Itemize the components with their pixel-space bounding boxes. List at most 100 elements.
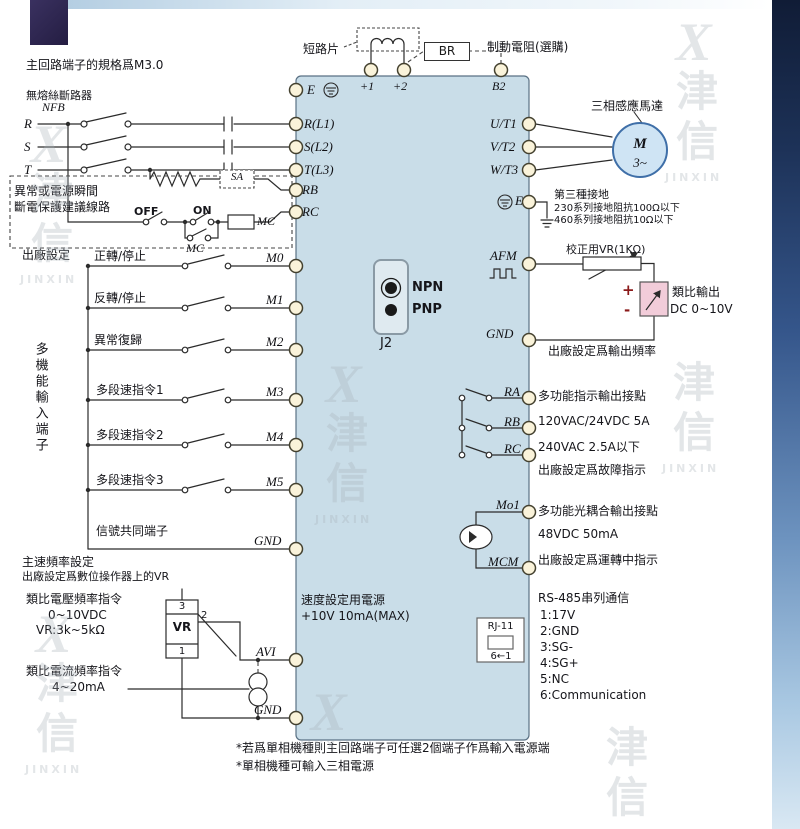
sa-label: SA [230, 171, 244, 183]
relay-note-3: 240VAC 2.5A以下 [538, 440, 640, 454]
terminal-gnd-2 [288, 710, 304, 726]
breaker-label: 無熔絲斷路器 [26, 89, 92, 102]
right-gradient-strip [772, 0, 800, 829]
footnote-2: *單相機種可輸入三相電源 [236, 759, 375, 773]
phase-t-label: T [24, 162, 32, 177]
terminal-label-t-l3: T(L3) [304, 162, 334, 177]
terminal-label-gnd2: GND [254, 702, 282, 717]
vr-box-label: VR [172, 620, 192, 634]
terminal-r-l1 [288, 116, 304, 132]
main-frequency-subtitle: 出廠設定爲數位操作器上的VR [22, 570, 170, 583]
mc-aux-label: MC [186, 241, 204, 255]
relay-note-2: 120VAC/24VDC 5A [538, 414, 650, 428]
terminal-label-mo1: Mo1 [496, 497, 520, 512]
terminal-gnd [288, 541, 304, 557]
brake-resistor-box: BR [424, 42, 470, 61]
terminal-v-t2 [521, 139, 537, 155]
nfb-label: NFB [42, 100, 65, 114]
corner-decoration [30, 0, 68, 45]
jumper-label: 短路片 [303, 42, 340, 56]
speed-supply-label1: 速度設定用電源 [301, 593, 386, 607]
terminal-label-m0: M0 [266, 250, 284, 265]
terminal-label-afm: AFM [490, 248, 517, 263]
rs485-pin-5: 5:NC [540, 672, 570, 686]
brake-resistor-label: 制動電阻(選購) [487, 40, 569, 54]
terminal-avi [288, 652, 304, 668]
terminal-rb [288, 182, 304, 198]
terminal-gnd-right [521, 332, 537, 348]
photo-note-1: 多功能光耦合輸出接點 [538, 504, 659, 518]
terminal-label-v-t2: V/T2 [490, 139, 516, 154]
terminal-label-m1: M1 [266, 292, 284, 307]
vr-pin3-label: 3 [178, 601, 186, 612]
terminal-m2 [288, 342, 304, 358]
ground-type-label: 第三種接地 [554, 188, 609, 201]
vr-pin1-label: 1 [178, 646, 186, 657]
terminal-label-m4: M4 [266, 429, 284, 444]
relay-note-1: 多功能指示輸出接點 [538, 389, 647, 403]
earth-symbol-left [323, 82, 339, 98]
off-button-label: OFF [134, 205, 159, 218]
calibration-vr [582, 256, 642, 271]
minus-sign: - [624, 301, 631, 319]
terminal-label-m3: M3 [266, 384, 284, 399]
plus-sign: + [622, 281, 635, 299]
terminal-label-b2: B2 [492, 79, 506, 93]
input-label-multispeed1: 多段速指令1 [96, 383, 164, 397]
j2-pnp-dot [385, 304, 397, 316]
inverter-panel [295, 75, 530, 741]
vr-potentiometer [165, 599, 199, 659]
terminal-s-l2 [288, 139, 304, 155]
terminal-label-m5: M5 [266, 474, 284, 489]
main-frequency-title: 主速頻率設定 [22, 555, 95, 569]
protection-note-line1: 異常或電源瞬間 [14, 184, 99, 198]
mc-coil-label: MC [257, 214, 275, 228]
terminal-rc-relay [521, 447, 537, 463]
current-command-label: 類比電流頻率指令 [26, 664, 123, 678]
input-label-multispeed2: 多段速指令2 [96, 428, 164, 442]
motor-label: 三相感應馬達 [591, 99, 664, 113]
rj11-pin-direction: 6←1 [490, 651, 512, 662]
motor-m-label: M [633, 136, 647, 152]
input-label-forward-stop: 正轉/停止 [94, 249, 147, 263]
terminal-label-m2: M2 [266, 334, 284, 349]
terminal-label-s-l2: S(L2) [304, 139, 333, 154]
photo-note-3: 出廠設定爲運轉中指示 [538, 553, 659, 567]
terminal-plus2 [396, 62, 412, 78]
input-label-reverse-stop: 反轉/停止 [94, 291, 147, 305]
protection-note-line2: 斷電保護建議線路 [14, 200, 111, 214]
rs485-pin-6: 6:Communication [540, 688, 647, 702]
relay-note-4: 出廠設定爲故障指示 [538, 463, 647, 477]
terminal-label-e-right: E [515, 193, 523, 208]
calibration-vr-label: 校正用VR(1KΩ) [566, 243, 646, 256]
speed-supply-label2: +10V 10mA(MAX) [301, 609, 410, 623]
input-label-fault-reset: 異常復歸 [94, 333, 143, 347]
terminal-m4 [288, 437, 304, 453]
terminal-w-t3 [521, 162, 537, 178]
terminal-m1 [288, 300, 304, 316]
terminal-b2 [493, 62, 509, 78]
terminal-label-rc: RC [302, 204, 319, 219]
terminal-label-r-l1: R(L1) [304, 116, 335, 131]
terminal-label-gnd-right: GND [486, 326, 514, 341]
j2-label: J2 [380, 336, 393, 351]
terminal-rb-relay [521, 420, 537, 436]
earth-symbol-right [497, 194, 513, 210]
terminal-t-l3 [288, 162, 304, 178]
terminal-label-e: E [307, 82, 315, 97]
main-circuit-spec: 主回路端子的規格爲M3.0 [26, 58, 164, 72]
rs485-pin-2: 2:GND [540, 624, 580, 638]
input-label-multispeed3: 多段速指令3 [96, 473, 164, 487]
led-symbol [469, 531, 477, 543]
motor-phase-label: 3~ [633, 155, 647, 170]
footnote-1: *若爲單相機種則主回路端子可任選2個端子作爲輸入電源端 [236, 741, 550, 755]
rs485-pin-3: 3:SG- [540, 640, 573, 654]
rs485-title: RS-485串列通信 [538, 591, 630, 605]
rs485-pin-1: 1:17V [540, 608, 576, 622]
rj11-label: RJ-11 [487, 621, 514, 632]
terminal-label-rb-relay: RB [504, 414, 520, 429]
terminal-u-t1 [521, 116, 537, 132]
terminal-e-right [521, 194, 537, 210]
top-gradient-strip [55, 0, 770, 9]
